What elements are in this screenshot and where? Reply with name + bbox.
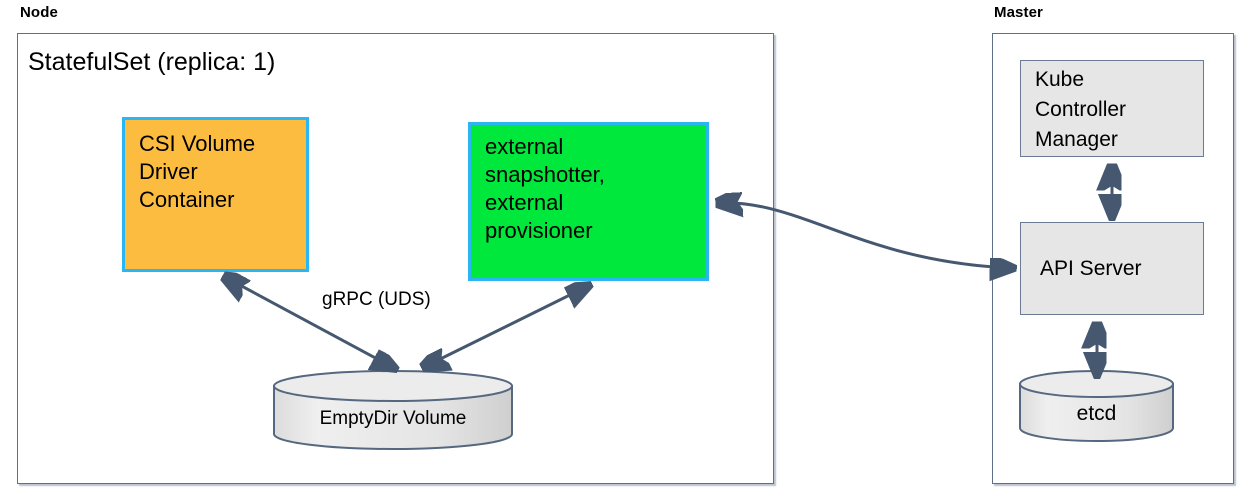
kube-controller-manager-box[interactable]: Kube Controller Manager [1020, 60, 1204, 157]
master-group-label: Master [994, 4, 1043, 21]
api-server-label: API Server [1040, 256, 1142, 280]
csi-driver-line-2: Driver [139, 159, 198, 185]
api-server-box[interactable]: API Server [1020, 222, 1204, 315]
external-snapshotter-provisioner-box[interactable]: external snapshotter, external provision… [468, 122, 709, 281]
csi-volume-driver-container-box[interactable]: CSI Volume Driver Container [122, 117, 309, 272]
csi-driver-line-1: CSI Volume [139, 131, 256, 156]
csi-driver-line-3: Container [139, 187, 235, 213]
etcd-cylinder[interactable]: etcd [1019, 370, 1174, 442]
etcd-label: etcd [1076, 402, 1117, 425]
node-group-label: Node [20, 4, 58, 21]
statefulset-title: StatefulSet (replica: 1) [28, 48, 276, 76]
external-controllers-line-4: provisioner [485, 218, 593, 244]
emptydir-volume-cylinder[interactable]: EmptyDir Volume [273, 370, 513, 450]
kcm-line-2: Controller [1035, 97, 1127, 121]
kcm-line-3: Manager [1035, 127, 1118, 151]
external-controllers-line-1: external [485, 134, 564, 159]
external-controllers-line-2: snapshotter, [485, 162, 605, 188]
emptydir-volume-label: EmptyDir Volume [319, 408, 467, 429]
kcm-line-1: Kube [1035, 68, 1085, 91]
grpc-uds-edge-label: gRPC (UDS) [322, 289, 431, 310]
external-controllers-line-3: external [485, 190, 564, 216]
